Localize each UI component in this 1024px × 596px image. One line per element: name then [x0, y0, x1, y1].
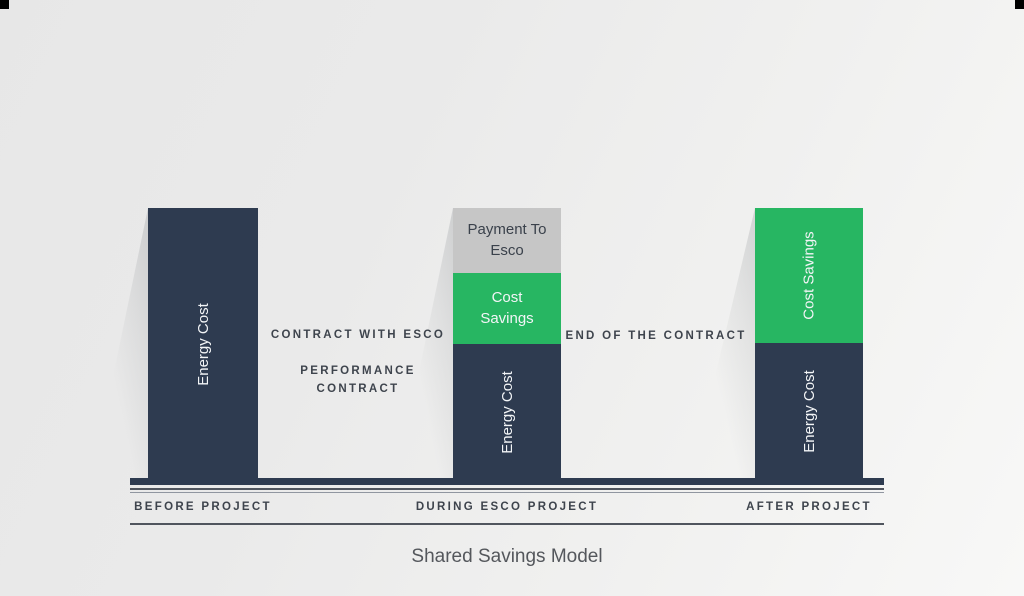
annotation-end-of-contract: END OF THE CONTRACT [565, 330, 747, 342]
bar-shadow-before [92, 208, 148, 478]
segment-label-wrap: Energy Cost [148, 208, 258, 480]
axis-label-before-project: BEFORE PROJECT [134, 501, 272, 513]
annotation-performance-contract: PERFORMANCE CONTRACT [300, 365, 416, 395]
axis-line-upper [130, 488, 884, 490]
segment-payment-to-esco: Payment To Esco [453, 208, 561, 273]
energy-cost-label: Energy Cost [800, 370, 818, 453]
bar-before-project: Energy Cost [148, 208, 258, 480]
axis-line-upper-shadow [130, 492, 884, 493]
segment-energy-cost: Energy Cost [755, 343, 863, 480]
energy-cost-label: Energy Cost [498, 370, 516, 454]
segment-energy-cost: Energy Cost [453, 344, 561, 480]
segment-label-wrap: Energy Cost [755, 343, 863, 480]
bar-shadow-after [691, 208, 755, 478]
cost-savings-label: Cost Savings [480, 289, 534, 327]
cost-savings-label: Cost Savings [800, 231, 818, 320]
bar-shadow-during [397, 208, 453, 478]
axis-label-during-esco-project: DURING ESCO PROJECT [415, 501, 599, 513]
segment-label-wrap: Energy Cost [453, 344, 561, 480]
annotation-contract-with-esco: CONTRACT WITH ESCO [270, 329, 446, 341]
payment-to-esco-label: Payment To Esco [467, 221, 547, 259]
segment-cost-savings: Cost Savings [755, 208, 863, 343]
axis-label-after-project: AFTER PROJECT [746, 501, 872, 513]
bar-during-esco-project: Payment To Esco Cost Savings Energy Cost [453, 208, 561, 480]
energy-cost-label: Energy Cost [194, 302, 212, 386]
axis-line-lower [130, 523, 884, 525]
segment-energy-cost: Energy Cost [148, 208, 258, 480]
corner-artifact-top-right [1015, 0, 1024, 9]
corner-artifact-top-left [0, 0, 9, 9]
segment-cost-savings: Cost Savings [453, 273, 561, 344]
baseline-bar [130, 478, 884, 485]
diagram-title: Shared Savings Model [411, 546, 603, 567]
segment-label-wrap: Cost Savings [755, 208, 863, 343]
bar-after-project: Cost Savings Energy Cost [755, 208, 863, 480]
